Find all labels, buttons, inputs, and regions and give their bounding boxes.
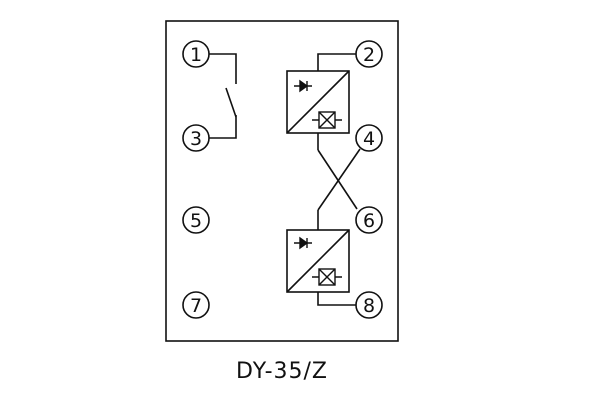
terminal-5: 5: [182, 206, 210, 234]
terminal-7-label: 7: [190, 295, 202, 317]
terminal-1-label: 1: [190, 44, 202, 66]
lower-diode-icon: [294, 236, 312, 250]
terminal-3: 3: [182, 124, 210, 152]
terminal-8: 8: [355, 291, 383, 319]
wiring: [317, 53, 361, 306]
upper-diode-icon: [294, 79, 312, 93]
terminal-4-label: 4: [363, 128, 375, 150]
terminal-1: 1: [182, 40, 210, 68]
terminal-8-label: 8: [363, 295, 375, 317]
terminal-6: 6: [355, 206, 383, 234]
relay-enclosure: [165, 20, 399, 342]
terminal-4: 4: [355, 124, 383, 152]
terminal-6-label: 6: [363, 210, 375, 232]
upper-crossed-box-icon: [312, 111, 342, 129]
terminal-2-label: 2: [363, 44, 375, 66]
terminal-7: 7: [182, 291, 210, 319]
terminal-3-label: 3: [190, 128, 202, 150]
terminal-5-label: 5: [190, 210, 202, 232]
lower-converter-module: [286, 229, 350, 293]
upper-converter-module: [286, 70, 350, 134]
model-label: DY-35/Z: [236, 359, 328, 384]
relay-contact: [209, 53, 237, 139]
terminal-2: 2: [355, 40, 383, 68]
lower-crossed-box-icon: [312, 268, 342, 286]
